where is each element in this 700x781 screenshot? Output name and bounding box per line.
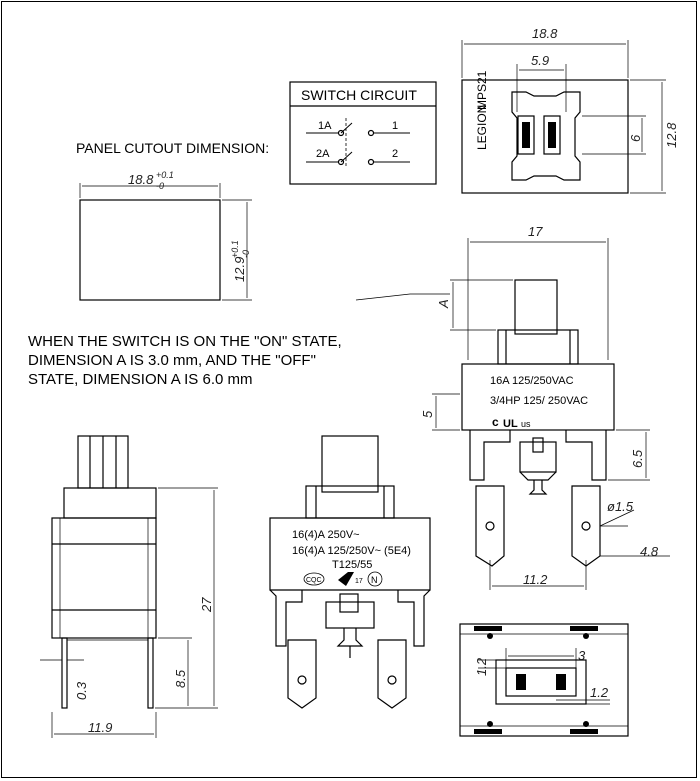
top-view: LEGION MPS21 18.8 5.9 12.8 6 (461, 26, 679, 194)
hole-diameter-label: ø1.5 (607, 499, 634, 514)
center-rating-2: 16(4)A 125/250V~ (5E4) (292, 545, 411, 557)
center-front-view: 16(4)A 250V~ 16(4)A 125/250V~ (5E4) T125… (269, 435, 431, 709)
dimension-a-label: A (436, 299, 451, 309)
dim-5-label: 5 (420, 410, 435, 418)
cutout-width-tol-minus: -0 (156, 181, 164, 191)
center-rating-1: 16(4)A 250V~ (292, 529, 360, 541)
bottom-dim-3-label: 3 (578, 648, 586, 663)
top-inner-width-label: 5.9 (531, 53, 549, 68)
right-rating-1: 16A 125/250VAC (490, 375, 574, 387)
cert-us-mark: us (521, 419, 531, 429)
dimension-a-note: WHEN THE SWITCH IS ON THE "ON" STATE, DI… (28, 332, 448, 389)
cutout-rectangle (79, 199, 221, 301)
cert-ul-mark: UL (503, 418, 518, 430)
pin-length-label: 8.5 (173, 669, 188, 688)
cutout-height-tol-minus: -0 (241, 250, 251, 258)
note-line-1: WHEN THE SWITCH IS ON THE "ON" STATE, (28, 333, 342, 350)
right-width-label: 17 (528, 224, 543, 239)
bottom-dim-1-2-left: 1.2 (474, 657, 489, 676)
model-label: MPS21 (475, 70, 489, 110)
dim-6-5-label: 6.5 (630, 449, 645, 468)
side-view: 27 8.5 0.3 11.9 (40, 435, 218, 738)
switch-circuit-box: SWITCH CIRCUIT 1A 1 2A 2 (289, 81, 437, 185)
terminal-2a-label: 2A (316, 148, 330, 160)
cutout-height-tol-plus: +0.1 (230, 240, 240, 258)
cutout-width-label: 18.8 (128, 172, 154, 187)
center-rating-3: T125/55 (332, 559, 372, 571)
pin-thickness-label: 0.3 (74, 681, 89, 700)
terminal-1-label: 1 (392, 120, 398, 132)
right-front-view: 17 A 16A 125/250VAC 3/4HP 125/ 250VAC c … (355, 224, 670, 590)
note-line-3: STATE, DIMENSION A IS 6.0 mm (28, 371, 253, 388)
cutout-width-tol-plus: +0.1 (156, 170, 174, 180)
mark-17: 17 (355, 578, 363, 585)
cutout-height-label: 12.9 (232, 257, 247, 282)
right-rating-2: 3/4HP 125/ 250VAC (490, 395, 588, 407)
brand-label: LEGION (475, 105, 489, 150)
terminal-pitch-label: 11.2 (523, 572, 548, 587)
top-height-label: 12.8 (664, 122, 679, 148)
bottom-dim-1-2-right: 1.2 (590, 685, 609, 700)
top-inner-height-label: 6 (628, 134, 643, 142)
panel-cutout-view: 18.8 +0.1 -0 12.9 +0.1 -0 (79, 170, 252, 301)
panel-cutout-title: PANEL CUTOUT DIMENSION: (76, 140, 270, 156)
cqc-mark: CQC (306, 577, 322, 584)
terminal-1a-label: 1A (318, 120, 332, 132)
dim-4-8-label: 4.8 (640, 544, 659, 559)
terminal-2-label: 2 (392, 148, 398, 160)
top-width-label: 18.8 (532, 26, 558, 41)
switch-circuit-title: SWITCH CIRCUIT (301, 87, 417, 103)
note-line-2: DIMENSION A IS 3.0 mm, AND THE "OFF" (28, 352, 316, 369)
side-width-label: 11.9 (88, 720, 112, 735)
bottom-view: 3 1.2 1.2 (459, 623, 629, 737)
side-height-label: 27 (199, 597, 214, 613)
cert-c-mark: c (492, 415, 499, 429)
n-mark: N (371, 575, 378, 585)
